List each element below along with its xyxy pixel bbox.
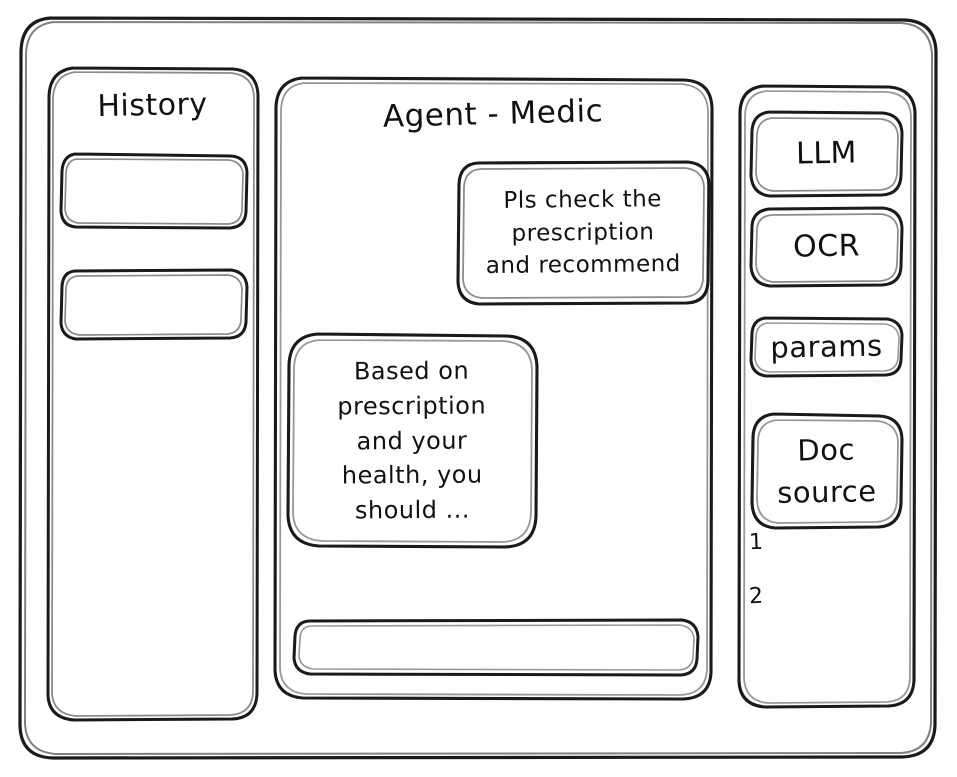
tool-button-doc-source[interactable]: Doc source — [749, 412, 904, 530]
history-item[interactable] — [59, 152, 249, 230]
sidebar-title: History — [97, 86, 208, 125]
message-text-user: Pls check the prescription and recommend — [485, 186, 681, 280]
tool-button-label: params — [770, 328, 883, 365]
doc-source-item[interactable]: 1 — [748, 529, 764, 556]
tools-panel: LLM OCR params Doc source 1 2 — [737, 84, 917, 709]
message-text-agent: Based on prescription and your health, y… — [337, 356, 487, 525]
tool-button-ocr[interactable]: OCR — [749, 206, 904, 288]
message-input[interactable] — [292, 618, 700, 677]
agent-chat-panel: Agent - Medic Pls check the prescription… — [272, 76, 714, 701]
history-item[interactable] — [59, 268, 249, 341]
message-bubble-agent: Based on prescription and your health, y… — [284, 332, 540, 550]
tool-button-llm[interactable]: LLM — [749, 110, 904, 198]
history-sidebar: History — [45, 66, 260, 722]
tool-button-label: Doc source — [776, 432, 877, 510]
page-title: Agent - Medic — [382, 93, 604, 135]
tool-button-label: OCR — [792, 228, 861, 265]
tool-button-params[interactable]: params — [749, 316, 904, 378]
doc-source-item[interactable]: 2 — [748, 583, 765, 610]
message-bubble-user: Pls check the prescription and recommend — [454, 160, 712, 306]
tool-button-label: LLM — [795, 135, 858, 172]
